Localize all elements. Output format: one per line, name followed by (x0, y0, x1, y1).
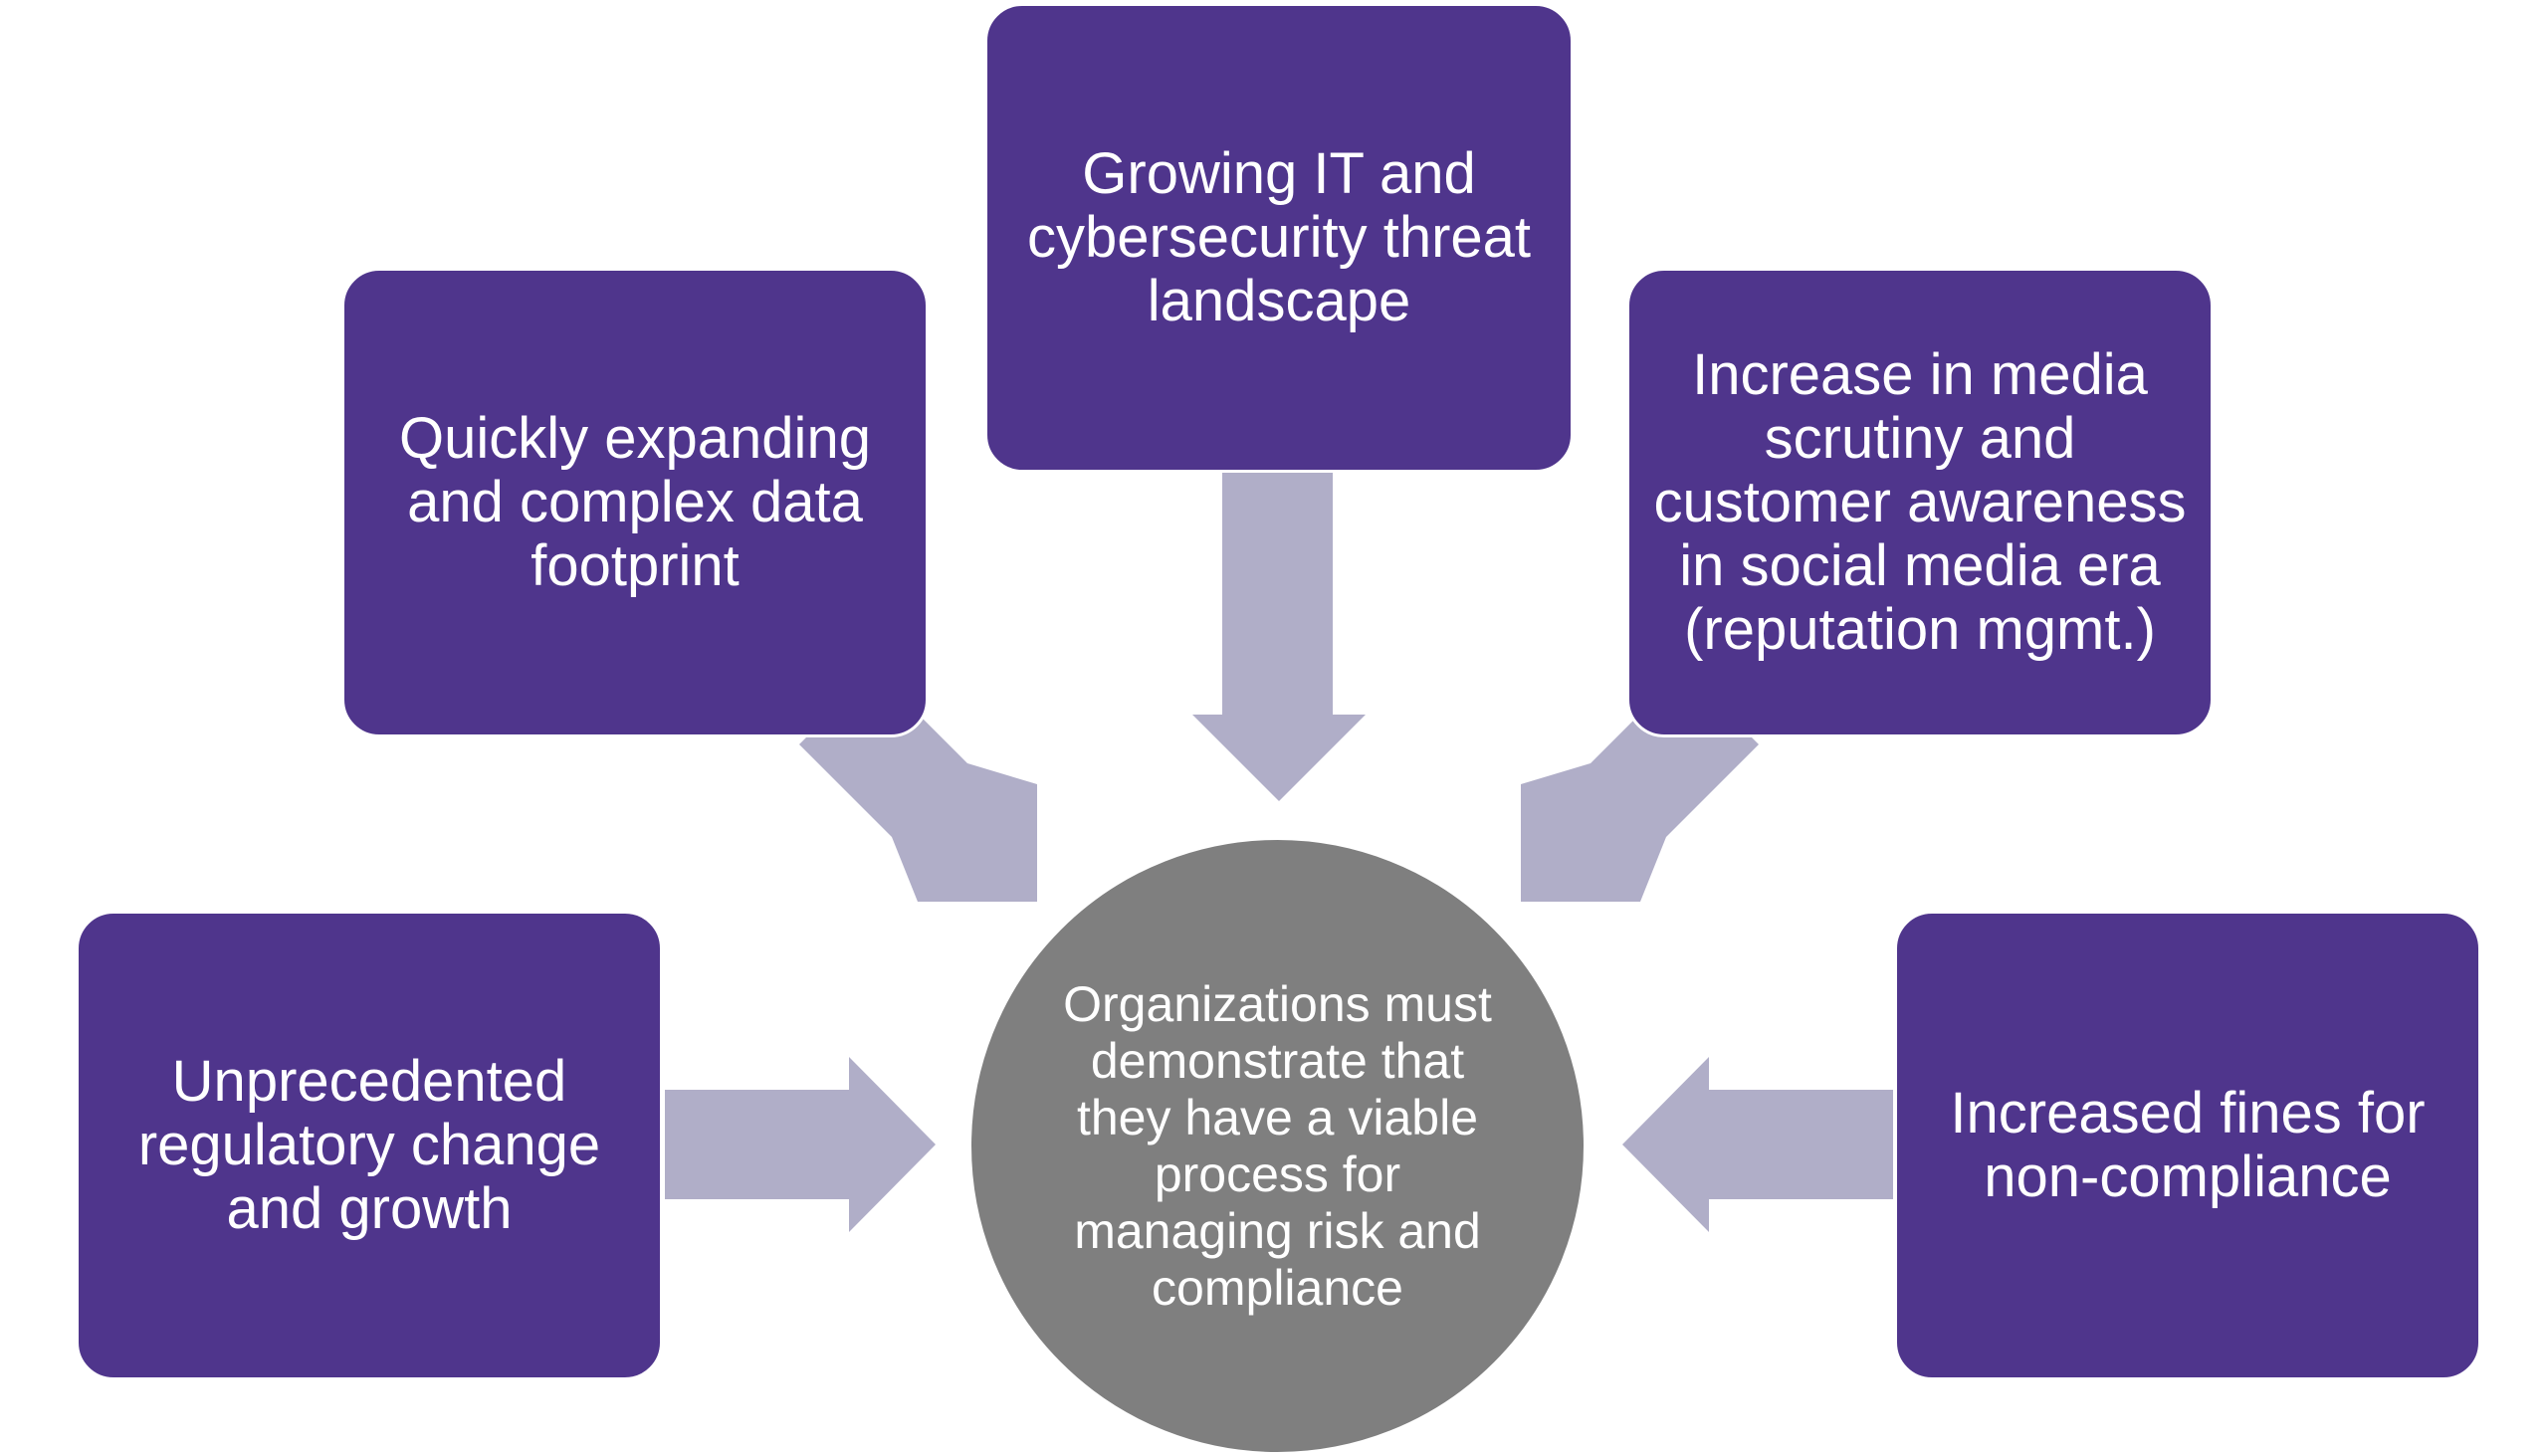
center-label: Organizations must demonstrate that they… (1063, 975, 1492, 1316)
driver-label-media-scrutiny: Increase in media scrutiny and customer … (1653, 342, 2187, 662)
driver-label-data-footprint: Quickly expanding and complex data footp… (399, 406, 871, 598)
arrow-from-top-box (1192, 473, 1366, 801)
driver-box-data-footprint: Quickly expanding and complex data footp… (341, 268, 929, 737)
arrow-from-right-box (1622, 1057, 1893, 1232)
center-circle: Organizations must demonstrate that they… (967, 836, 1588, 1456)
driver-box-fines: Increased fines for non-compliance (1894, 911, 2481, 1380)
driver-box-media-scrutiny: Increase in media scrutiny and customer … (1626, 268, 2214, 737)
driver-label-fines: Increased fines for non-compliance (1950, 1081, 2426, 1209)
arrow-from-left-box (665, 1057, 936, 1232)
driver-label-cybersecurity: Growing IT and cybersecurity threat land… (1026, 141, 1532, 333)
driver-box-regulatory: Unprecedented regulatory change and grow… (76, 911, 663, 1380)
driver-label-regulatory: Unprecedented regulatory change and grow… (137, 1049, 601, 1241)
driver-box-cybersecurity: Growing IT and cybersecurity threat land… (984, 3, 1574, 473)
